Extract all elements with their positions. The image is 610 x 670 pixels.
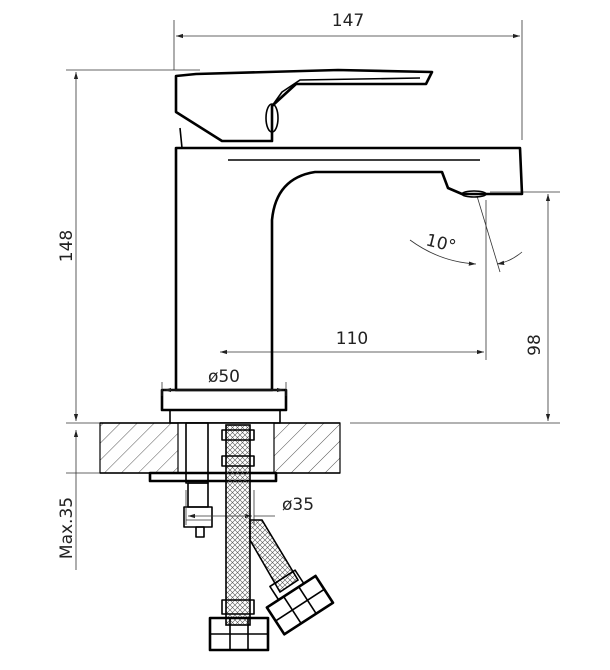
spout <box>174 146 524 392</box>
label-spout-height: 98 <box>525 334 545 356</box>
label-spout-reach: 110 <box>336 329 368 349</box>
hose-angled <box>249 519 300 594</box>
dim-spout-height: 98 <box>350 191 560 424</box>
label-total-height: 148 <box>57 230 77 262</box>
dim-spout-reach: 110 <box>220 200 487 360</box>
supply-hoses <box>208 424 335 652</box>
label-base-diameter: ø50 <box>208 367 240 387</box>
label-total-width: 147 <box>332 11 364 31</box>
lever-handle <box>174 68 434 143</box>
dim-spout-angle: 10° <box>409 195 523 273</box>
label-max-counter: Max.35 <box>57 497 77 559</box>
label-hole-diameter: ø35 <box>282 495 314 515</box>
dim-total-width: 147 <box>173 11 523 140</box>
countertop-section <box>99 422 341 483</box>
faucet-base <box>160 388 288 412</box>
mounting-plate <box>148 471 278 483</box>
faucet-body: ø50 <box>160 68 524 424</box>
label-spout-angle: 10° <box>424 230 458 257</box>
dim-total-height: 148 <box>57 69 200 424</box>
hose-vertical <box>225 424 251 626</box>
